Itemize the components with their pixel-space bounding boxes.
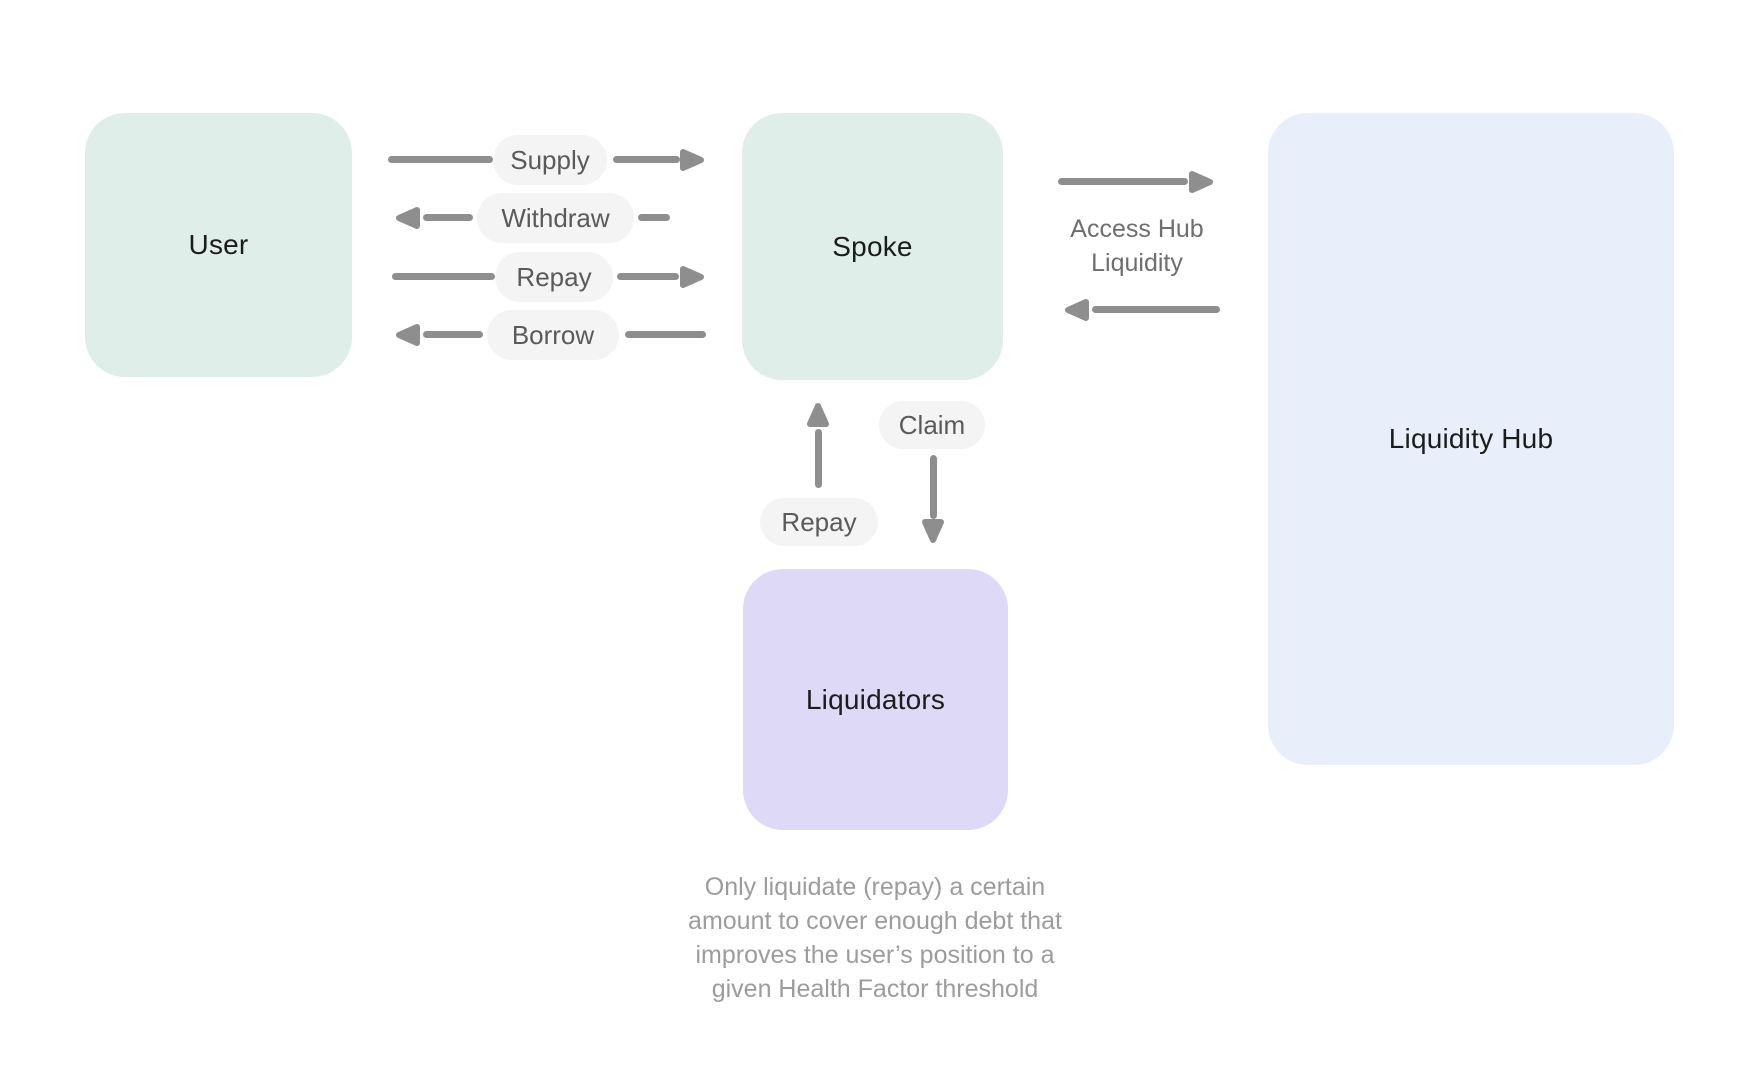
repay-pill: Repay	[495, 252, 613, 302]
liquidation-caption: Only liquidate (repay) a certain amount …	[595, 870, 1155, 1006]
node-liquidators-label: Liquidators	[805, 683, 946, 715]
access-hub-liquidity-line1: Access Hub	[1070, 215, 1204, 243]
supply-pill-label: Supply	[510, 144, 590, 175]
repay-pill-label: Repay	[516, 261, 592, 292]
claim-pill: Claim	[879, 401, 985, 449]
arrowhead-left-icon	[395, 206, 421, 230]
arrowhead-left-icon	[1064, 298, 1090, 322]
node-user: User	[85, 113, 352, 377]
borrow-pill: Borrow	[487, 310, 619, 360]
caption-line-1: Only liquidate (repay) a certain	[704, 873, 1046, 901]
withdraw-arrow-line-right	[638, 214, 670, 221]
withdraw-pill-label: Withdraw	[501, 202, 610, 233]
node-liquidity-hub: Liquidity Hub	[1268, 113, 1674, 765]
claim-pill-label: Claim	[898, 409, 966, 440]
supply-pill: Supply	[493, 135, 607, 185]
liquidator-repay-pill: Repay	[760, 498, 878, 546]
borrow-arrow-line-right	[625, 331, 706, 338]
node-liquidators: Liquidators	[743, 569, 1008, 830]
repay-arrow-line-right	[617, 273, 679, 280]
access-hub-liquidity-label: Access Hub Liquidity	[1037, 212, 1237, 280]
borrow-arrow-line-left	[423, 331, 483, 338]
borrow-pill-label: Borrow	[511, 319, 595, 350]
claim-arrow-line	[930, 455, 937, 519]
caption-line-4: given Health Factor threshold	[711, 975, 1039, 1003]
liquidator-repay-arrow-line	[815, 429, 822, 488]
caption-line-3: improves the user’s position to a	[695, 941, 1055, 969]
node-user-label: User	[188, 229, 249, 260]
access-hub-liquidity-line2: Liquidity	[1091, 249, 1183, 277]
supply-arrow-line-right	[613, 156, 680, 163]
arrowhead-right-icon	[679, 148, 705, 172]
arrowhead-left-icon	[395, 323, 421, 347]
arrowhead-up-icon	[806, 402, 830, 428]
node-liquidity-hub-label: Liquidity Hub	[1388, 423, 1554, 454]
supply-arrow-line-left	[388, 156, 493, 163]
repay-arrow-line-left	[392, 273, 495, 280]
access-hub-arrow-line-right	[1058, 178, 1188, 185]
withdraw-arrow-line-left	[423, 214, 473, 221]
node-spoke: Spoke	[742, 113, 1003, 380]
access-hub-arrow-line-left	[1092, 306, 1220, 313]
liquidator-repay-pill-label: Repay	[781, 506, 857, 537]
arrowhead-down-icon	[921, 518, 945, 544]
withdraw-pill: Withdraw	[477, 193, 634, 243]
caption-line-2: amount to cover enough debt that	[688, 907, 1062, 935]
arrowhead-right-icon	[1188, 170, 1214, 194]
arrowhead-right-icon	[679, 265, 705, 289]
node-spoke-label: Spoke	[832, 230, 913, 262]
